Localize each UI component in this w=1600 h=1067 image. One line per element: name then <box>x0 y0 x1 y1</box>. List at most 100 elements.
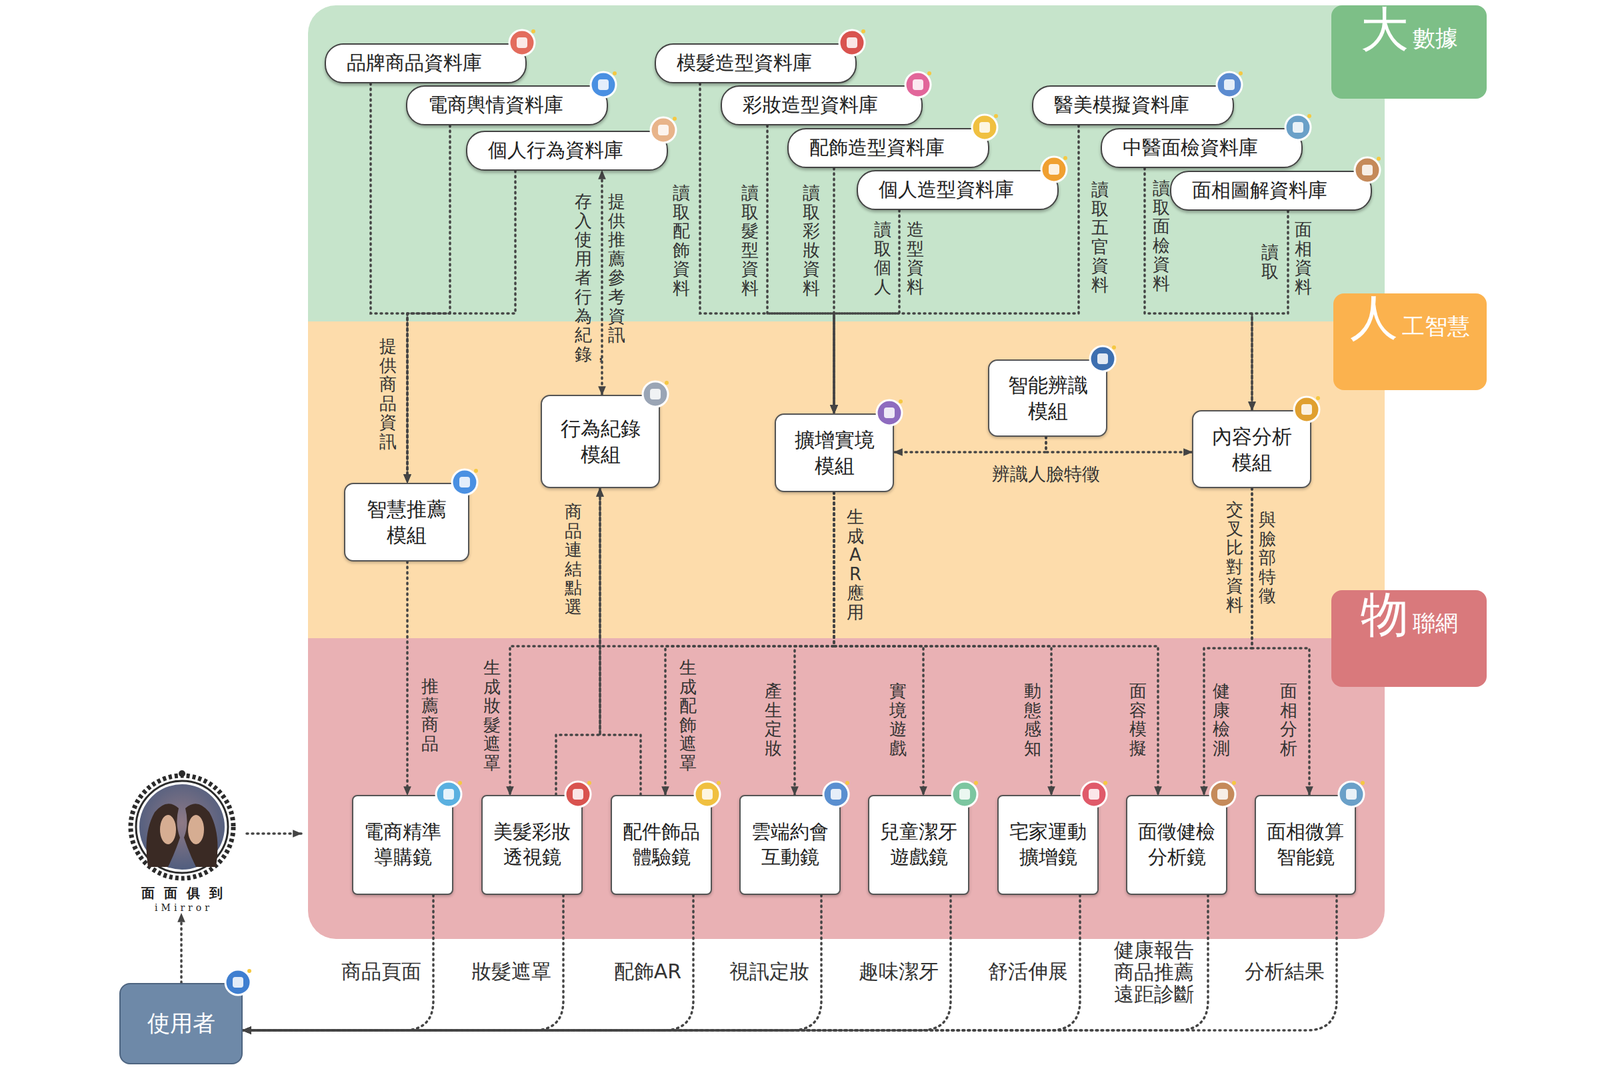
label-slot: 與臉部特徵 <box>1258 510 1276 606</box>
label-slot: 面相分析 <box>1280 681 1298 758</box>
node-icon <box>1038 154 1070 185</box>
connector <box>407 125 450 483</box>
icon-disc <box>1090 346 1116 372</box>
connector <box>600 488 641 795</box>
icon-spark <box>845 780 850 785</box>
label-slot: 生成AR應用 <box>846 507 864 622</box>
label-slot: 健康檢測 <box>1212 681 1230 758</box>
label-slot: 趣味潔牙 <box>858 960 939 982</box>
node-icon <box>1282 112 1314 143</box>
edge-label: 趣味潔牙 <box>858 960 939 982</box>
icon-glyph <box>830 788 842 800</box>
icon-disc <box>642 381 668 407</box>
label-slot: 實境遊戲 <box>889 681 907 758</box>
label-slot: 存入使用者行為紀錄， <box>574 192 592 364</box>
icon-spark <box>994 114 998 118</box>
icon-glyph <box>1217 788 1228 800</box>
edge-label: 生成妝髮遮罩 <box>483 658 501 773</box>
icon-spark <box>664 380 669 385</box>
database-pill: 電商輿情資料庫 <box>406 85 608 126</box>
mirror-box: 面徵健檢 分析鏡 <box>1126 794 1228 895</box>
node-text: 物 <box>1360 590 1409 638</box>
label-slot: 讀取配飾資料 <box>672 183 690 298</box>
edge-label: 商品連結點選 <box>564 502 582 617</box>
icon-disc <box>1354 157 1380 183</box>
icon-glyph <box>1301 404 1312 415</box>
mirror-box: 電商精準 導購鏡 <box>352 794 454 895</box>
node-icon <box>1214 69 1245 100</box>
icon-spark <box>474 468 478 473</box>
node-text: 雲端約會 互動鏡 <box>748 819 832 870</box>
connector <box>767 125 834 414</box>
label-slot: 提供商品資訊 <box>379 336 397 452</box>
node-icon <box>588 69 619 100</box>
node-text: 彩妝造型資料庫 <box>742 92 878 119</box>
connector <box>600 170 604 395</box>
icon-glyph <box>1346 788 1357 800</box>
user-box: 使用者 <box>119 982 243 1064</box>
node-text: 面面俱到 <box>141 884 232 902</box>
icon-glyph <box>1097 353 1108 364</box>
connector <box>242 894 694 1030</box>
edge-label: 生成配飾遮罩 <box>679 658 697 773</box>
label-slot: 面容模擬 <box>1129 681 1147 758</box>
icon-glyph <box>1088 788 1100 800</box>
label-slot: 面相資料 <box>1294 220 1312 296</box>
node-text: 擴增實境 模組 <box>791 426 878 479</box>
node-icon <box>1352 154 1383 186</box>
annotation-label: 造型資料 <box>906 220 924 296</box>
edge-label: 面相分析 <box>1280 681 1298 758</box>
icon-glyph <box>702 788 713 800</box>
node-icon <box>222 966 254 998</box>
connector <box>242 894 564 1030</box>
mirror-box: 雲端約會 互動鏡 <box>739 794 842 895</box>
node-icon <box>1207 778 1238 810</box>
icon-disc <box>436 781 462 807</box>
node-text: 醫美模擬資料庫 <box>1054 92 1190 119</box>
connector <box>242 894 822 1030</box>
label-slot: 讀取彩妝資料 <box>802 183 820 298</box>
icon-disc <box>509 30 535 56</box>
logo-to-iot-arrow <box>246 832 302 835</box>
node-text: iMirror <box>154 901 213 914</box>
node-text: 中醫面檢資料庫 <box>1122 134 1258 162</box>
node-text: 兒童潔牙 遊戲鏡 <box>877 819 961 870</box>
edge-label: 商品頁面 <box>341 960 422 982</box>
node-icon <box>562 778 594 810</box>
node-icon <box>836 27 868 58</box>
label-slot: 推薦商品 <box>421 676 439 753</box>
icon-disc <box>694 781 720 807</box>
module-box: 擴增實境 模組 <box>774 413 894 492</box>
connector <box>242 894 951 1030</box>
label-slot: 生成配飾遮罩 <box>679 658 697 773</box>
label-slot: 交叉比對資料 <box>1226 500 1244 615</box>
connector <box>834 210 900 414</box>
logo-ring <box>136 780 228 873</box>
icon-glyph <box>846 37 858 48</box>
database-pill: 中醫面檢資料庫 <box>1100 128 1303 168</box>
connector <box>242 894 434 1030</box>
connector <box>242 894 1080 1030</box>
database-pill: 配飾造型資料庫 <box>787 128 990 168</box>
logo-ornament <box>130 775 234 878</box>
module-box: 智慧推薦 模組 <box>344 482 470 562</box>
icon-glyph <box>516 37 528 48</box>
database-pill: 模髮造型資料庫 <box>654 43 857 84</box>
icon-glyph <box>658 124 669 136</box>
node-text: 聯網 <box>1412 608 1458 639</box>
icon-disc <box>225 969 251 995</box>
label-slot: 配飾AR <box>614 960 682 982</box>
section-tab: 大數據 <box>1331 5 1487 99</box>
icon-spark <box>927 71 932 76</box>
node-icon <box>949 778 980 810</box>
node-text: 電商輿情資料庫 <box>428 92 564 119</box>
connector <box>834 492 924 795</box>
icon-disc <box>1338 781 1364 807</box>
node-text: 配件飾品 體驗鏡 <box>620 819 704 870</box>
node-text: 面徵健檢 分析鏡 <box>1135 819 1219 870</box>
node-text: 行為紀錄 模組 <box>557 415 644 468</box>
database-pill: 醫美模擬資料庫 <box>1032 85 1234 126</box>
node-icon <box>433 778 464 810</box>
node-text: 電商精準 導購鏡 <box>361 819 445 870</box>
